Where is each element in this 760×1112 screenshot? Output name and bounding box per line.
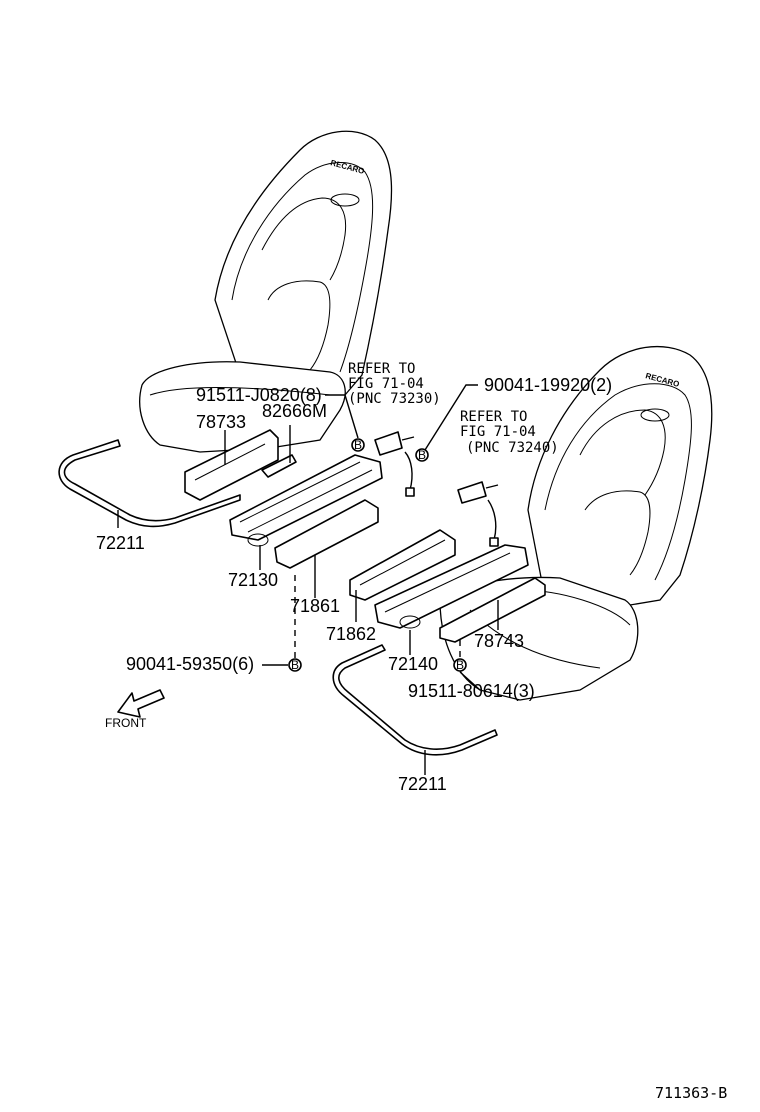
bolt-marker-91511-80614: B	[453, 658, 467, 672]
front-direction-indicator: FRONT	[105, 689, 165, 730]
bolt-marker-90041-59350: B	[288, 658, 302, 672]
refer-right-line2: FIG 71-04	[460, 424, 536, 440]
refer-right-line3: (PNC 73240)	[466, 440, 559, 456]
front-label: FRONT	[105, 716, 147, 730]
cover-71862-shape	[349, 529, 456, 601]
bracket-78733-shape	[184, 429, 279, 501]
label-91511-j0820: 91511-J0820(8)	[196, 385, 322, 405]
refer-left-line1: REFER TO	[348, 361, 415, 377]
clip-82666m-shape	[261, 454, 297, 478]
label-82666m: 82666M	[262, 401, 327, 421]
bolt-marker-label: B	[456, 658, 464, 672]
towel-bar-72211-right-shape	[332, 644, 498, 756]
bolt-marker-90041-19920: B	[415, 448, 429, 462]
label-78733: 78733	[196, 412, 246, 432]
bolt-marker-label: B	[354, 438, 362, 452]
label-90041-59350: 90041-59350(6)	[126, 654, 254, 674]
bracket-78743-shape	[439, 577, 546, 643]
label-72211-right: 72211	[398, 774, 447, 794]
refer-left-line2: FIG 71-04	[348, 376, 424, 392]
towel-bar-72211-left-shape	[58, 439, 241, 528]
label-78743: 78743	[474, 631, 524, 651]
front-arrow-icon	[117, 689, 165, 718]
left-seat: RECARO	[139, 130, 393, 453]
bolt-marker-label: B	[291, 658, 299, 672]
track-72130-shape	[229, 454, 383, 541]
label-91511-80614: 91511-80614(3)	[408, 681, 535, 701]
label-72140: 72140	[388, 654, 438, 674]
label-71861: 71861	[290, 596, 340, 616]
label-72130: 72130	[228, 570, 278, 590]
label-71862: 71862	[326, 624, 376, 644]
refer-right-line1: REFER TO	[460, 409, 527, 425]
buckle-left-shape	[374, 431, 403, 456]
cover-71861-shape	[274, 499, 379, 569]
track-72140-shape	[374, 544, 529, 629]
bolt-marker-91511-j0820: B	[351, 438, 365, 452]
label-72211-left: 72211	[96, 533, 145, 553]
bolt-marker-label: B	[418, 448, 426, 462]
buckle-right-shape	[457, 481, 487, 504]
figure-id: 711363-B	[655, 1084, 727, 1102]
refer-left-line3: (PNC 73230)	[348, 391, 441, 407]
label-90041-19920: 90041-19920(2)	[484, 375, 612, 395]
